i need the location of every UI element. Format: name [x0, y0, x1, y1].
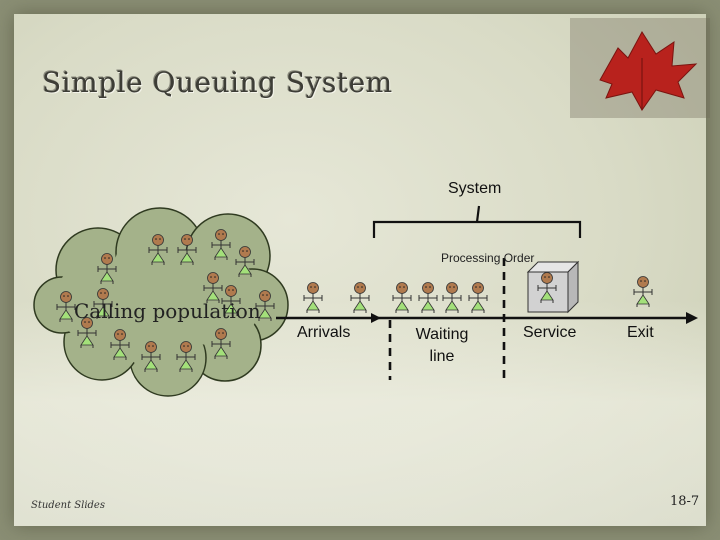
slide-title: Simple Queuing System [42, 66, 393, 99]
system-bracket [372, 205, 582, 238]
waiting-line-label: Waiting line [415, 326, 469, 365]
calling-population-label: Calling population [74, 299, 261, 323]
system-label: System [448, 180, 502, 197]
exiting-person [633, 276, 653, 308]
service-facility-box [526, 260, 580, 314]
processing-order-label: Processing Order [441, 251, 535, 265]
exit-label: Exit [627, 324, 654, 341]
maple-leaf-image [570, 18, 710, 118]
service-label: Service [523, 324, 577, 341]
slide-number: 18-7 [670, 494, 700, 509]
arrivals-label: Arrivals [297, 324, 351, 341]
arriving-person [303, 282, 323, 314]
waiting-line-people [350, 282, 488, 314]
footer-student-slides: Student Slides [31, 500, 105, 511]
